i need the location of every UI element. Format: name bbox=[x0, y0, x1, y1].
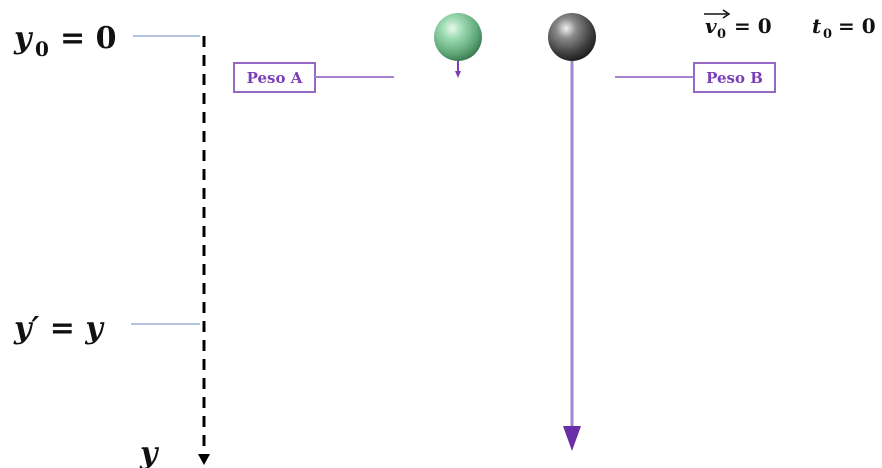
peso-a-box bbox=[233, 62, 316, 93]
weight-vector-b-arrowhead bbox=[563, 426, 581, 451]
peso-a-callout: Peso A bbox=[233, 62, 394, 93]
sphere-a bbox=[434, 13, 482, 61]
sphere-b-group bbox=[548, 13, 596, 451]
y0-label-var: y bbox=[13, 21, 34, 56]
peso-b-box bbox=[693, 62, 776, 93]
v0-sub: 0 bbox=[717, 27, 726, 42]
t0-eq: = 0 bbox=[838, 14, 876, 38]
peso-b-callout: Peso B bbox=[615, 62, 776, 93]
sphere-b bbox=[548, 13, 596, 61]
weight-vector-a-arrowhead bbox=[455, 71, 461, 78]
yprime-label: y′ = y bbox=[13, 311, 105, 346]
vector-arrow-head-icon bbox=[722, 9, 731, 19]
v0-eq: = 0 bbox=[734, 14, 772, 38]
peso-a-label: Peso A bbox=[247, 69, 303, 87]
y0-label: y 0 = 0 bbox=[13, 21, 116, 61]
v0-var: v bbox=[705, 14, 717, 38]
peso-b-label: Peso B bbox=[706, 69, 763, 87]
t0-sub: 0 bbox=[823, 27, 832, 42]
y0-label-eq: = 0 bbox=[60, 21, 116, 56]
y-axis-arrowhead bbox=[198, 454, 210, 465]
y0-label-sub: 0 bbox=[35, 37, 49, 61]
t0-var: t bbox=[812, 14, 822, 38]
y-axis-end-label: y bbox=[139, 436, 160, 468]
initial-velocity-condition: v 0 = 0 bbox=[704, 9, 772, 42]
sphere-a-group bbox=[434, 13, 482, 78]
initial-time-condition: t 0 = 0 bbox=[812, 14, 876, 42]
